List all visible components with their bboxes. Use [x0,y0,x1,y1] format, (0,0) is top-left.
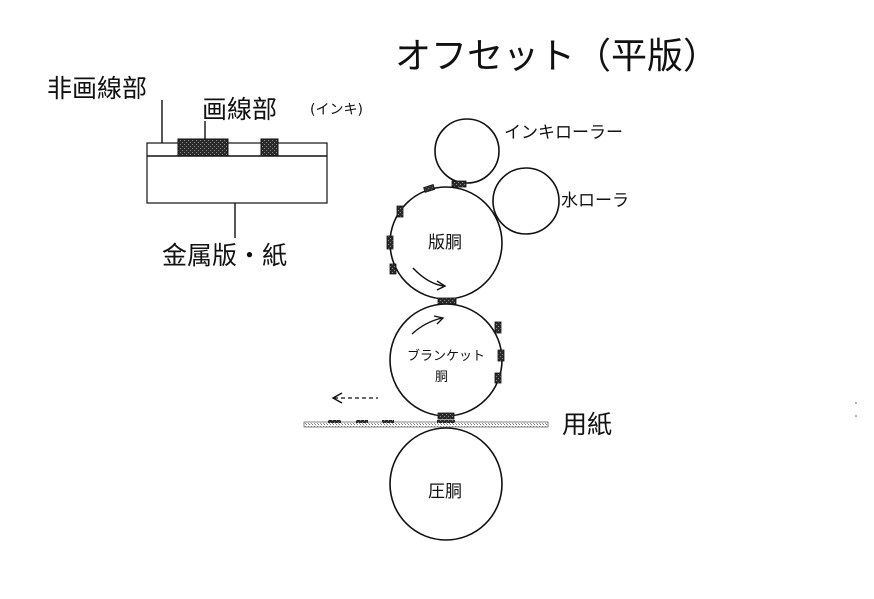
impression-cylinder-label: 圧胴 [428,482,462,502]
printed-mark-3 [382,420,394,423]
ink-area-small [260,138,279,157]
plate-rotation-arrow [412,267,445,287]
base-label: 金属版・紙 [162,241,287,270]
water-roller [492,167,560,235]
blanket-cylinder-label-1: ブランケット [407,348,485,364]
non-image-label: 非画線部 [47,74,147,103]
ink-roller-label: インキローラー [504,123,623,143]
plate-body [146,142,328,204]
printed-mark-2 [356,420,368,423]
scan-speck [855,415,857,417]
ink-area-large [177,138,229,157]
image-label: 画線部 [202,95,277,124]
paper-sheet: 用紙 [303,392,612,439]
blanket-rotation-arrowhead [433,315,445,325]
plate-ink-spots [386,180,467,305]
blanket-ink-spots [437,321,505,420]
roller-assembly: インキローラー 水ローラ 版胴 ブランケット 胴 圧胴 [386,118,629,541]
paper-label: 用紙 [562,410,612,439]
impression-cylinder [389,427,503,541]
blanket-rotation-arrow [411,317,443,335]
diagram-title: オフセット（平版） [395,36,719,77]
printed-mark-1 [328,420,341,423]
paper-strip [303,421,549,428]
paper-direction-arrowhead [331,392,343,404]
plate-cylinder-label: 版胴 [428,233,462,253]
plate-cross-section: 非画線部 画線部 (インキ) 金属版・紙 [47,74,363,270]
scan-speck [855,402,857,404]
water-roller-label: 水ローラ [561,191,629,211]
printed-mark-4 [437,420,455,423]
ink-roller [434,118,500,184]
plate-rotation-arrowhead [436,280,447,291]
image-note: (インキ) [310,102,363,118]
blanket-cylinder-label-2: 胴 [435,370,448,385]
